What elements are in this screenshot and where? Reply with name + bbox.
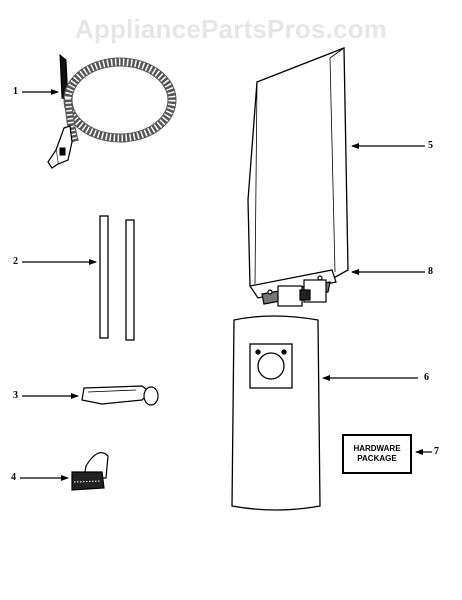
- callout-5: 5: [428, 140, 433, 151]
- callout-4: 4: [11, 472, 16, 483]
- leader-lines: [20, 89, 432, 481]
- callout-2: 2: [13, 256, 18, 267]
- upholstery-nozzle-part: [71, 452, 109, 491]
- bag-filter-part: [231, 315, 321, 511]
- hose-part: [47, 53, 177, 169]
- callout-6: 6: [424, 372, 429, 383]
- callout-3: 3: [13, 390, 18, 401]
- callout-7: 7: [434, 446, 439, 457]
- extension-wands-part: [99, 215, 135, 341]
- dust-bag-part: [247, 47, 349, 287]
- callout-8: 8: [428, 266, 433, 277]
- hardware-package-line2: PACKAGE: [357, 454, 397, 463]
- watermark: AppliancePartsPros.com: [74, 14, 388, 44]
- callout-1: 1: [13, 86, 18, 97]
- crevice-tool-part: [81, 385, 159, 406]
- hardware-package-label: HARDWARE PACKAGE: [342, 434, 412, 474]
- bag-collar-part: [249, 269, 337, 307]
- hardware-package-line1: HARDWARE: [353, 444, 401, 453]
